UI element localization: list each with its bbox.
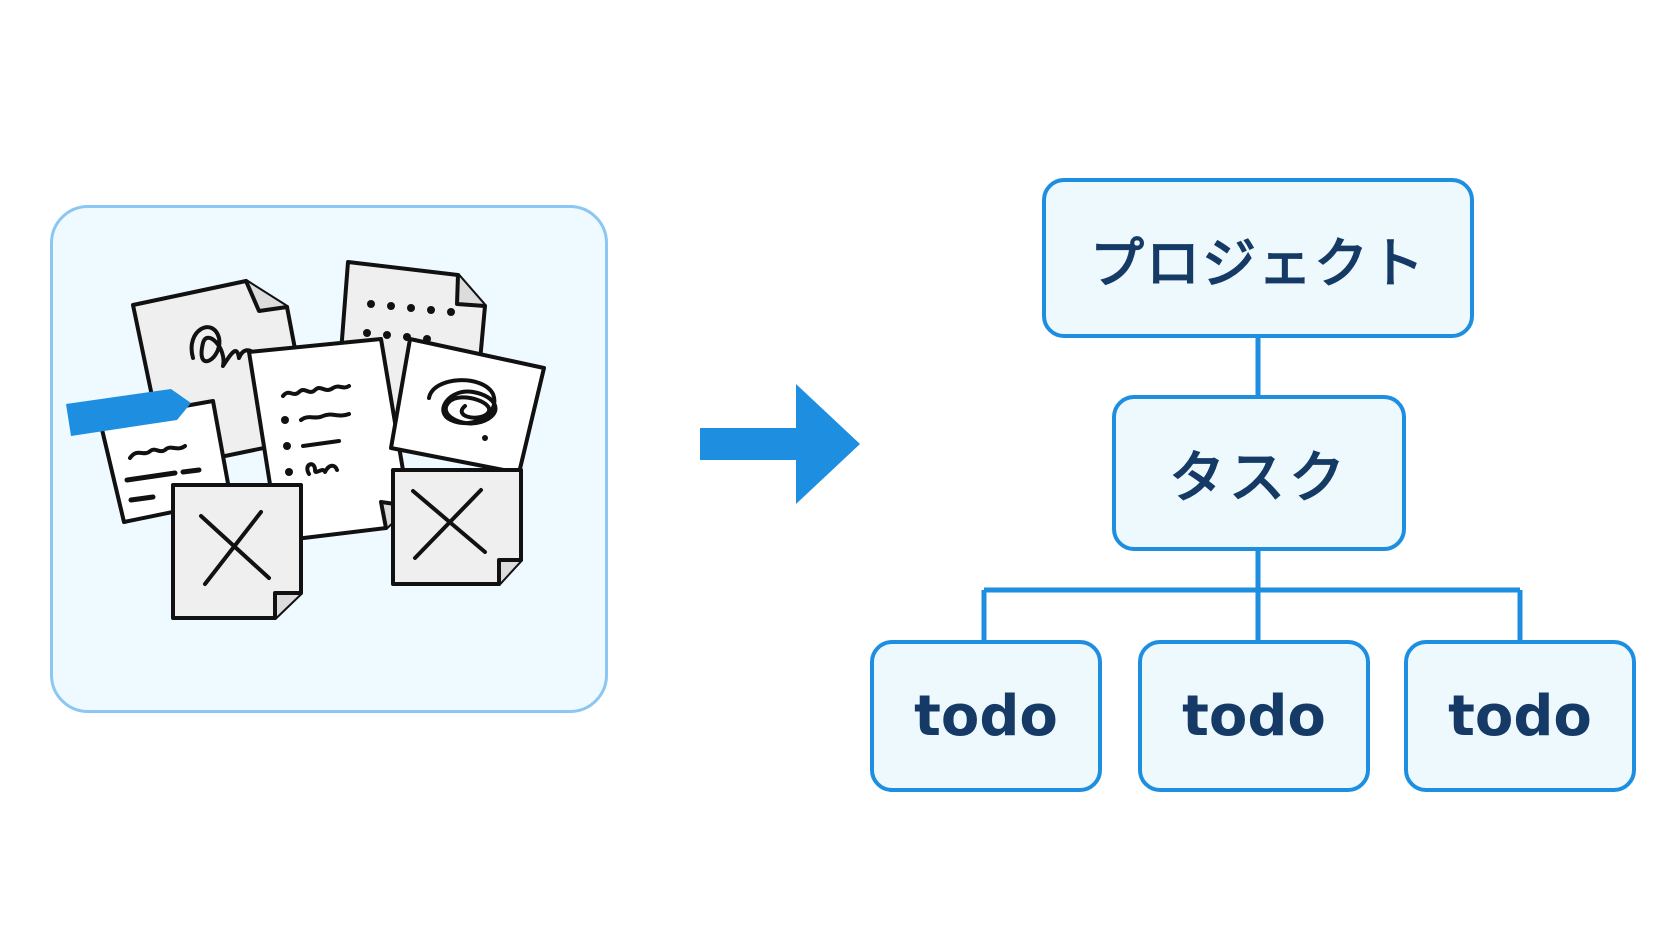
project-node: プロジェクト (1042, 178, 1474, 338)
blue-tag-icon (66, 389, 191, 436)
todo-node: todo (1138, 640, 1370, 792)
todo-node: todo (1404, 640, 1636, 792)
crossed-note (171, 483, 303, 620)
right-arrow-icon (700, 384, 860, 504)
scattered-papers-icon (66, 260, 546, 620)
project-label: プロジェクト (1090, 231, 1426, 295)
scattered-papers-panel (50, 205, 608, 713)
todo-label: todo (1182, 683, 1326, 749)
task-label: タスク (1169, 445, 1349, 511)
todo-label: todo (1448, 683, 1592, 749)
todo-label: todo (914, 683, 1058, 749)
crossed-note (391, 468, 523, 586)
scribble-paper (389, 337, 546, 475)
todo-node: todo (870, 640, 1102, 792)
task-node: タスク (1112, 395, 1406, 551)
